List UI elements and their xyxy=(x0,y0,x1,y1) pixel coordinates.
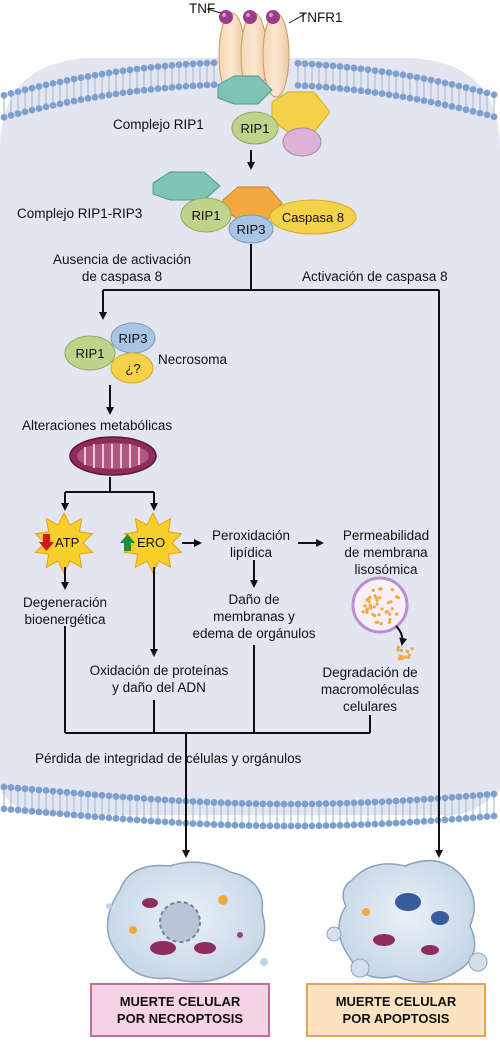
rip1-label-complex: RIP1 xyxy=(191,208,221,223)
necrosoma-shapes xyxy=(64,322,156,384)
rip1-label-necrosoma: RIP1 xyxy=(75,346,105,361)
oxidacion-label-line1: Oxidación de proteínas xyxy=(89,663,229,678)
activacion-caspasa8-label: Activación de caspasa 8 xyxy=(302,269,448,284)
oxidacion-label-line2: y daño del ADN xyxy=(112,680,206,695)
ero-up-arrow xyxy=(120,534,135,551)
perdida-integridad-label: Pérdida de integridad de células y orgán… xyxy=(35,751,302,766)
apoptosis-line1: MUERTE CELULAR xyxy=(335,994,457,1009)
complejo-rip1-label: Complejo RIP1 xyxy=(113,117,204,132)
tnf-pointer xyxy=(206,8,222,14)
tnf-ligand xyxy=(219,10,280,24)
ausencia-label-line2: de caspasa 8 xyxy=(81,269,163,284)
unknown-component-label: ¿? xyxy=(125,361,141,376)
dano-label-line1: Daño de xyxy=(228,592,280,607)
permeabilidad-label-line1: Permeabilidad xyxy=(342,528,430,543)
cytoplasm xyxy=(0,58,500,816)
apoptosis-line2: POR APOPTOSIS xyxy=(342,1011,450,1026)
rip3-label-necrosoma: RIP3 xyxy=(118,331,148,346)
peroxidacion-label-line2: lipídica xyxy=(229,545,273,560)
tnf-label: TNF xyxy=(189,1,216,16)
atp-down-arrow xyxy=(39,534,54,551)
necroptotic-cell xyxy=(106,861,268,983)
caspasa8-label: Caspasa 8 xyxy=(281,210,345,225)
arrows xyxy=(61,150,443,858)
plasma-membrane-top xyxy=(0,59,498,121)
ausencia-label-line1: Ausencia de activación xyxy=(52,252,192,267)
complejo-rip1-rip3-shapes xyxy=(152,171,357,244)
necroptosis-outcome-box: MUERTE CELULAR POR NECROPTOSIS xyxy=(90,983,270,1037)
lysosome xyxy=(351,576,414,661)
dano-label-line3: edema de orgánulos xyxy=(192,626,316,641)
tnfr1-label: TNFR1 xyxy=(299,10,343,25)
degradacion-label-line1: Degradación de xyxy=(322,665,418,680)
complejo-rip1-shapes xyxy=(217,75,331,157)
degeneracion-label-line1: Degeneración xyxy=(22,595,108,610)
complejo-rip1-rip3-label: Complejo RIP1-RIP3 xyxy=(17,206,143,221)
rip3-label-complex: RIP3 xyxy=(236,222,266,237)
permeabilidad-label-line3: lisosómica xyxy=(354,562,418,577)
ero-label: ERO xyxy=(137,535,166,550)
apoptosis-outcome-box: MUERTE CELULAR POR APOPTOSIS xyxy=(306,983,486,1037)
degradacion-label-line2: macromoléculas xyxy=(320,682,420,697)
atp-label: ATP xyxy=(55,535,80,550)
apoptotic-cell xyxy=(326,859,488,983)
degeneracion-label-line2: bioenergética xyxy=(24,612,106,627)
necrosoma-label: Necrosoma xyxy=(158,352,228,367)
necroptosis-line1: MUERTE CELULAR xyxy=(119,994,241,1009)
peroxidacion-label-line1: Peroxidación xyxy=(211,528,291,543)
permeabilidad-label-line2: de membrana xyxy=(344,545,428,560)
degradacion-label-line3: celulares xyxy=(342,699,398,714)
rip1-label: RIP1 xyxy=(240,121,270,136)
tnfr1-pointer xyxy=(288,13,306,24)
dano-label-line2: membranas y xyxy=(213,609,295,624)
necroptosis-line2: POR NECROPTOSIS xyxy=(116,1011,244,1026)
mitochondrion xyxy=(69,436,157,476)
alteraciones-label: Alteraciones metabólicas xyxy=(22,418,173,433)
plasma-membrane-bottom xyxy=(0,783,498,830)
